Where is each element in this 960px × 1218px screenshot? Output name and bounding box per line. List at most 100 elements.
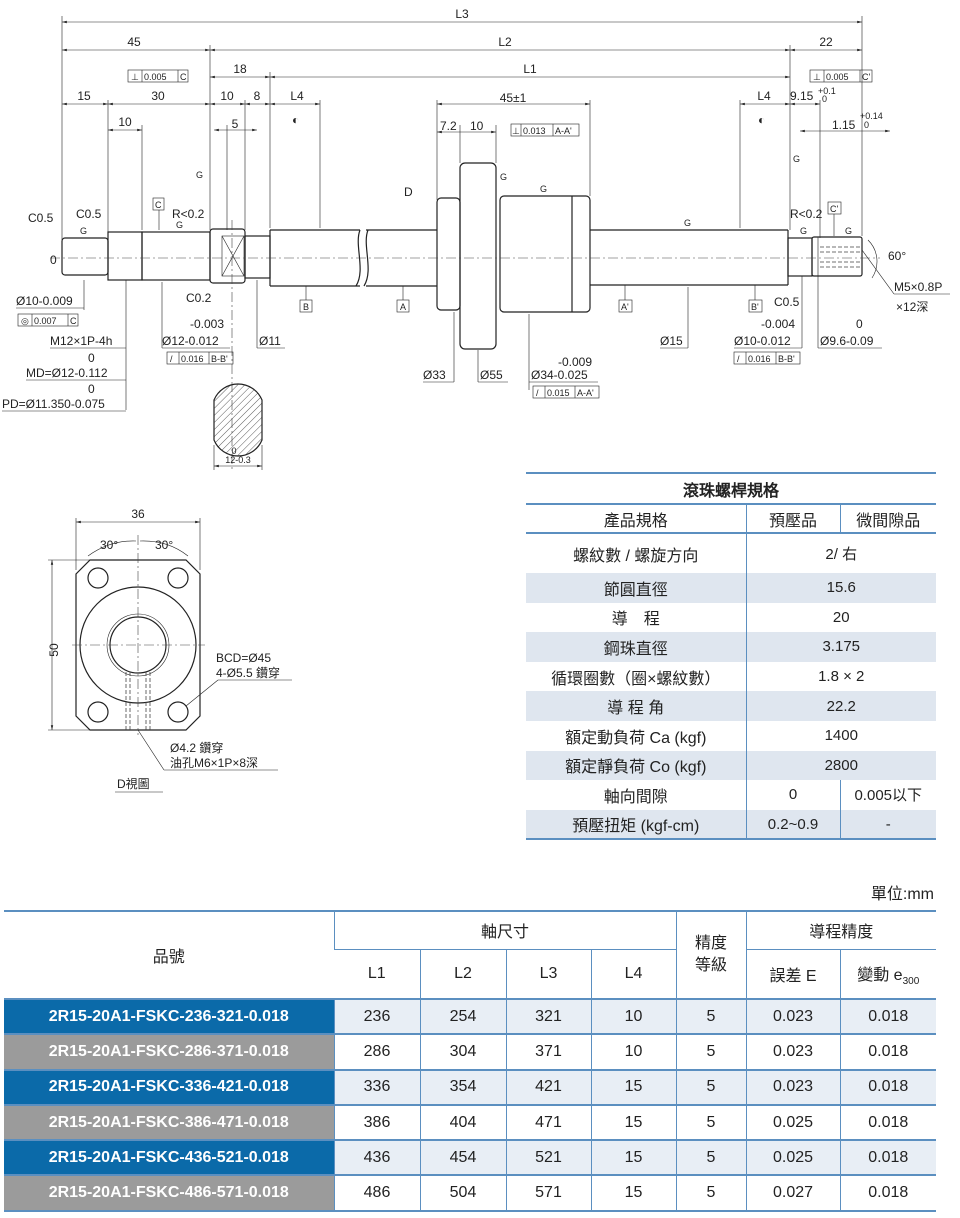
svg-text:⊥: ⊥ <box>131 72 139 82</box>
svg-text:18: 18 <box>233 62 247 76</box>
svg-text:G: G <box>684 218 691 228</box>
svg-text:M5×0.8P: M5×0.8P <box>894 280 942 294</box>
leader-lines <box>2 239 950 412</box>
svg-text:Ø12-0.012: Ø12-0.012 <box>162 334 219 348</box>
spec-value-micro: - <box>839 809 936 841</box>
svg-text:B-B': B-B' <box>211 354 228 364</box>
svg-text:B': B' <box>751 302 759 312</box>
spec-label: 節圓直徑 <box>526 573 746 603</box>
header-l1: L1 <box>334 948 420 999</box>
svg-text:-0.009: -0.009 <box>558 355 592 369</box>
cell-l4: 10 <box>590 997 676 1035</box>
svg-text:50: 50 <box>47 643 61 657</box>
svg-text:L2: L2 <box>498 35 512 49</box>
spec-label: 導 程 <box>611 611 660 629</box>
header-part-no: 品號 <box>4 910 334 999</box>
cell-pn: 2R15-20A1-FSKC-436-521-0.018 <box>4 1139 334 1176</box>
svg-text:0.005: 0.005 <box>144 72 167 82</box>
svg-text:D視圖: D視圖 <box>117 776 150 791</box>
cell-l3: 371 <box>505 1033 591 1070</box>
svg-text:0.013: 0.013 <box>523 126 546 136</box>
svg-text:D: D <box>404 185 413 199</box>
header-l2: L2 <box>419 948 506 999</box>
svg-text:10: 10 <box>220 89 234 103</box>
svg-text:7.2: 7.2 <box>440 119 457 133</box>
cell-grade: 5 <box>675 997 746 1035</box>
svg-text:C': C' <box>830 204 838 214</box>
spec-value: 1400 <box>745 720 936 751</box>
cell-pn: 2R15-20A1-FSKC-336-421-0.018 <box>4 1068 334 1105</box>
svg-text:4-Ø5.5 鑽穿: 4-Ø5.5 鑽穿 <box>216 665 280 680</box>
spec-label: 循環圈數（圈×螺紋數） <box>551 670 721 688</box>
svg-text:Ø4.2 鑽穿: Ø4.2 鑽穿 <box>170 740 223 755</box>
cell-e300: 0.018 <box>839 1103 936 1141</box>
cell-pn: 2R15-20A1-FSKC-386-471-0.018 <box>4 1103 334 1141</box>
cell-e: 0.023 <box>745 997 840 1035</box>
svg-text:60°: 60° <box>888 249 906 263</box>
svg-text:C: C <box>180 72 187 82</box>
svg-text:C: C <box>155 200 162 210</box>
svg-text:/: / <box>737 354 740 364</box>
svg-text:Ø55: Ø55 <box>480 368 503 382</box>
spec-value-preload: 0 <box>745 780 840 810</box>
cell-l3: 521 <box>505 1139 591 1176</box>
header-variation: 變動 e300 <box>839 948 936 999</box>
cell-pn: 2R15-20A1-FSKC-286-371-0.018 <box>4 1033 334 1070</box>
svg-text:C0.5: C0.5 <box>76 207 102 221</box>
cell-l2: 504 <box>419 1174 506 1212</box>
dimension-labels: L3 45 L2 22 18 L1 15 30 10 8 L4 10 5 L4 … <box>2 7 942 411</box>
svg-text:BCD=Ø45: BCD=Ø45 <box>216 651 271 665</box>
svg-text:Ø10-0.009: Ø10-0.009 <box>16 294 73 308</box>
svg-text:15: 15 <box>77 89 91 103</box>
svg-text:45: 45 <box>127 35 141 49</box>
svg-text:油孔M6×1P×8深: 油孔M6×1P×8深 <box>170 756 258 770</box>
cell-grade: 5 <box>675 1174 746 1212</box>
cell-l3: 421 <box>505 1068 591 1105</box>
header-lead-accuracy: 導程精度 <box>745 910 936 949</box>
svg-text:30°: 30° <box>100 538 118 552</box>
svg-text:9.15: 9.15 <box>790 89 814 103</box>
svg-text:G: G <box>176 220 183 230</box>
header-grade: 精度等級 <box>675 910 746 999</box>
spec-value-preload: 0.2~0.9 <box>745 809 840 841</box>
cell-l2: 454 <box>419 1139 506 1176</box>
svg-text:0: 0 <box>856 317 863 331</box>
header-l4: L4 <box>590 948 676 999</box>
svg-text:C': C' <box>862 72 870 82</box>
spec-label: 鋼珠直徑 <box>526 632 746 662</box>
cell-l3: 471 <box>505 1103 591 1141</box>
spec-label: 導 程 角 <box>526 691 746 721</box>
svg-text:/: / <box>170 354 173 364</box>
svg-text:MD=Ø12-0.112: MD=Ø12-0.112 <box>26 366 108 380</box>
svg-text:L1: L1 <box>523 62 537 76</box>
dimension-lines <box>62 20 890 134</box>
svg-text:-0.004: -0.004 <box>761 317 795 331</box>
cell-l1: 336 <box>333 1068 420 1105</box>
svg-text:10: 10 <box>118 115 132 129</box>
svg-text:30: 30 <box>151 89 165 103</box>
cell-e: 0.027 <box>745 1174 840 1212</box>
cell-e: 0.023 <box>745 1068 840 1105</box>
spec-value-micro: 0.005以下 <box>839 780 936 810</box>
svg-text:B: B <box>303 302 309 312</box>
svg-text:+0.1: +0.1 <box>818 86 836 96</box>
cell-e: 0.025 <box>745 1103 840 1141</box>
svg-text:Ø9.6-0.09: Ø9.6-0.09 <box>820 334 874 348</box>
svg-text:G: G <box>845 226 852 236</box>
svg-text:0.016: 0.016 <box>748 354 771 364</box>
spec-value: 22.2 <box>745 691 936 721</box>
svg-text:G: G <box>793 154 800 164</box>
svg-text:A-A': A-A' <box>555 126 572 136</box>
svg-text:-0.003: -0.003 <box>190 317 224 331</box>
svg-text:0: 0 <box>231 446 236 456</box>
header-l3: L3 <box>505 948 591 999</box>
header-micro-backlash: 微間隙品 <box>839 504 936 534</box>
cell-grade: 5 <box>675 1068 746 1105</box>
svg-text:G: G <box>800 226 807 236</box>
spec-table-title: 滾珠螺桿規格 <box>526 472 936 505</box>
svg-text:+0.14: +0.14 <box>860 111 883 121</box>
